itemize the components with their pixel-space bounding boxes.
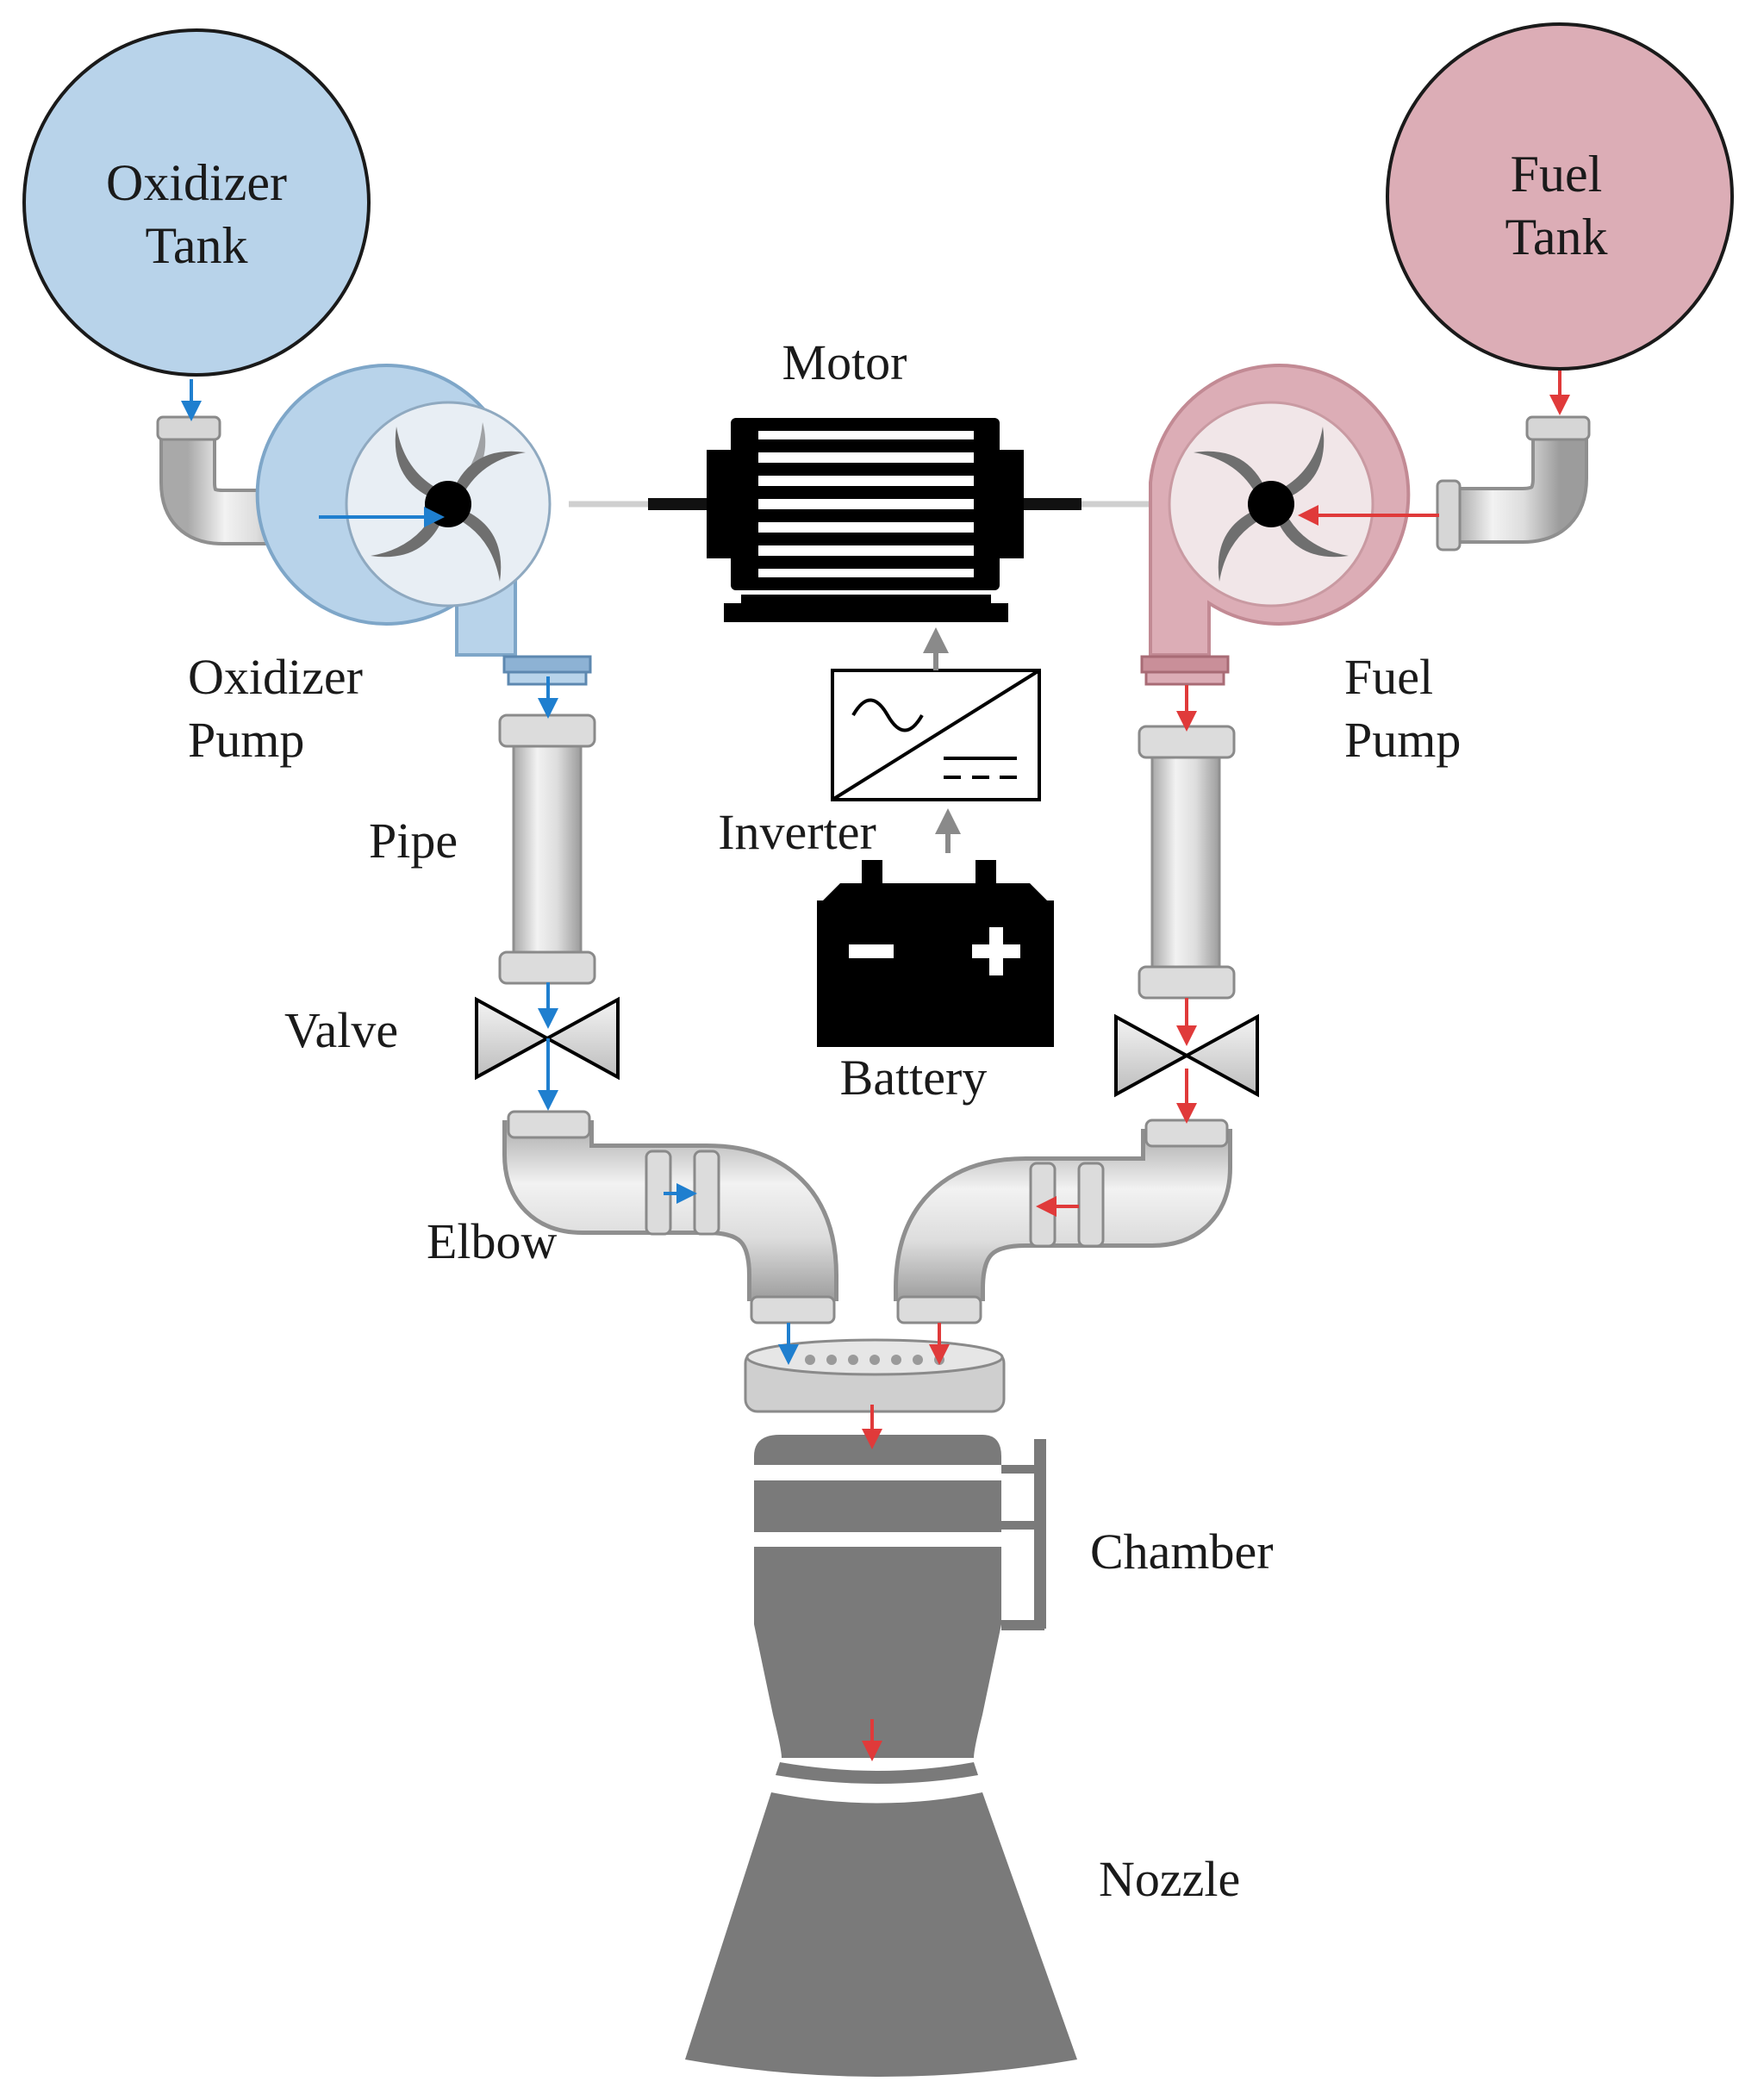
oxidizer-tank-label-line1: Oxidizer [106, 154, 287, 211]
oxidizer-flow-arrows [181, 379, 799, 1365]
chamber-label: Chamber [1090, 1524, 1274, 1580]
oxidizer-gate-valve-icon [475, 996, 620, 1081]
elbow-label: Elbow [427, 1213, 558, 1269]
fuel-pipe [1138, 725, 1236, 1000]
oxidizer-tank-label-line2: Tank [145, 217, 247, 274]
oxidizer-pump-label-line1: Oxidizer [188, 649, 363, 705]
inverter-label: Inverter [718, 804, 876, 860]
fuel-gate-valve-icon [1114, 1013, 1259, 1098]
ac-dc-inverter-icon [831, 669, 1041, 801]
fuel-elbow [894, 1119, 1232, 1324]
fuel-tank-label-line1: Fuel [1511, 146, 1603, 203]
valve-label: Valve [284, 1002, 398, 1058]
fuel-tank: Fuel Tank [1386, 22, 1734, 371]
pipe-label: Pipe [369, 813, 458, 869]
motor-label: Motor [782, 334, 907, 390]
combustion-chamber [754, 1435, 1046, 1758]
nozzle-label: Nozzle [1099, 1851, 1240, 1907]
fuel-inlet-elbow [1436, 415, 1591, 551]
nozzle [685, 1762, 1077, 2077]
injector-plate [744, 1338, 1006, 1413]
oxidizer-pump-label-line2: Pump [188, 712, 304, 768]
battery-icon [817, 860, 1054, 1047]
oxidizer-pipe [498, 714, 596, 985]
fuel-pump-label-line1: Fuel [1344, 649, 1433, 705]
oxidizer-pump [255, 363, 592, 686]
fuel-pump [1140, 363, 1411, 686]
fuel-pump-label-line2: Pump [1344, 712, 1461, 768]
oxidizer-tank: Oxidizer Tank [22, 28, 371, 377]
fuel-flow-arrows [862, 371, 1570, 1761]
oxidizer-elbow [502, 1110, 838, 1324]
battery-label: Battery [840, 1050, 988, 1106]
electric-motor-icon [648, 418, 1081, 622]
fuel-tank-label-line2: Tank [1505, 209, 1607, 265]
